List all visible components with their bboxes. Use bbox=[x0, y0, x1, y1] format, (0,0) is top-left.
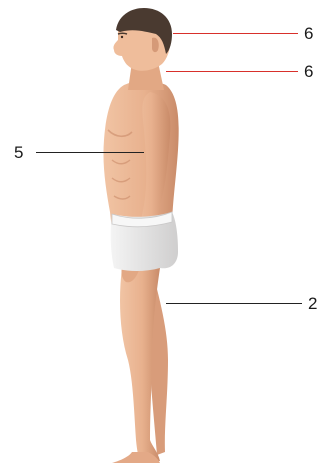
label-line-thigh bbox=[166, 303, 302, 304]
label-thigh-number: 2 bbox=[308, 295, 317, 312]
label-line-neck bbox=[166, 71, 298, 72]
label-head-number: 6 bbox=[304, 25, 313, 42]
label-line-torso bbox=[36, 152, 144, 153]
label-line-head bbox=[173, 33, 298, 34]
label-torso-number: 5 bbox=[14, 144, 23, 161]
label-neck-number: 6 bbox=[304, 63, 313, 80]
